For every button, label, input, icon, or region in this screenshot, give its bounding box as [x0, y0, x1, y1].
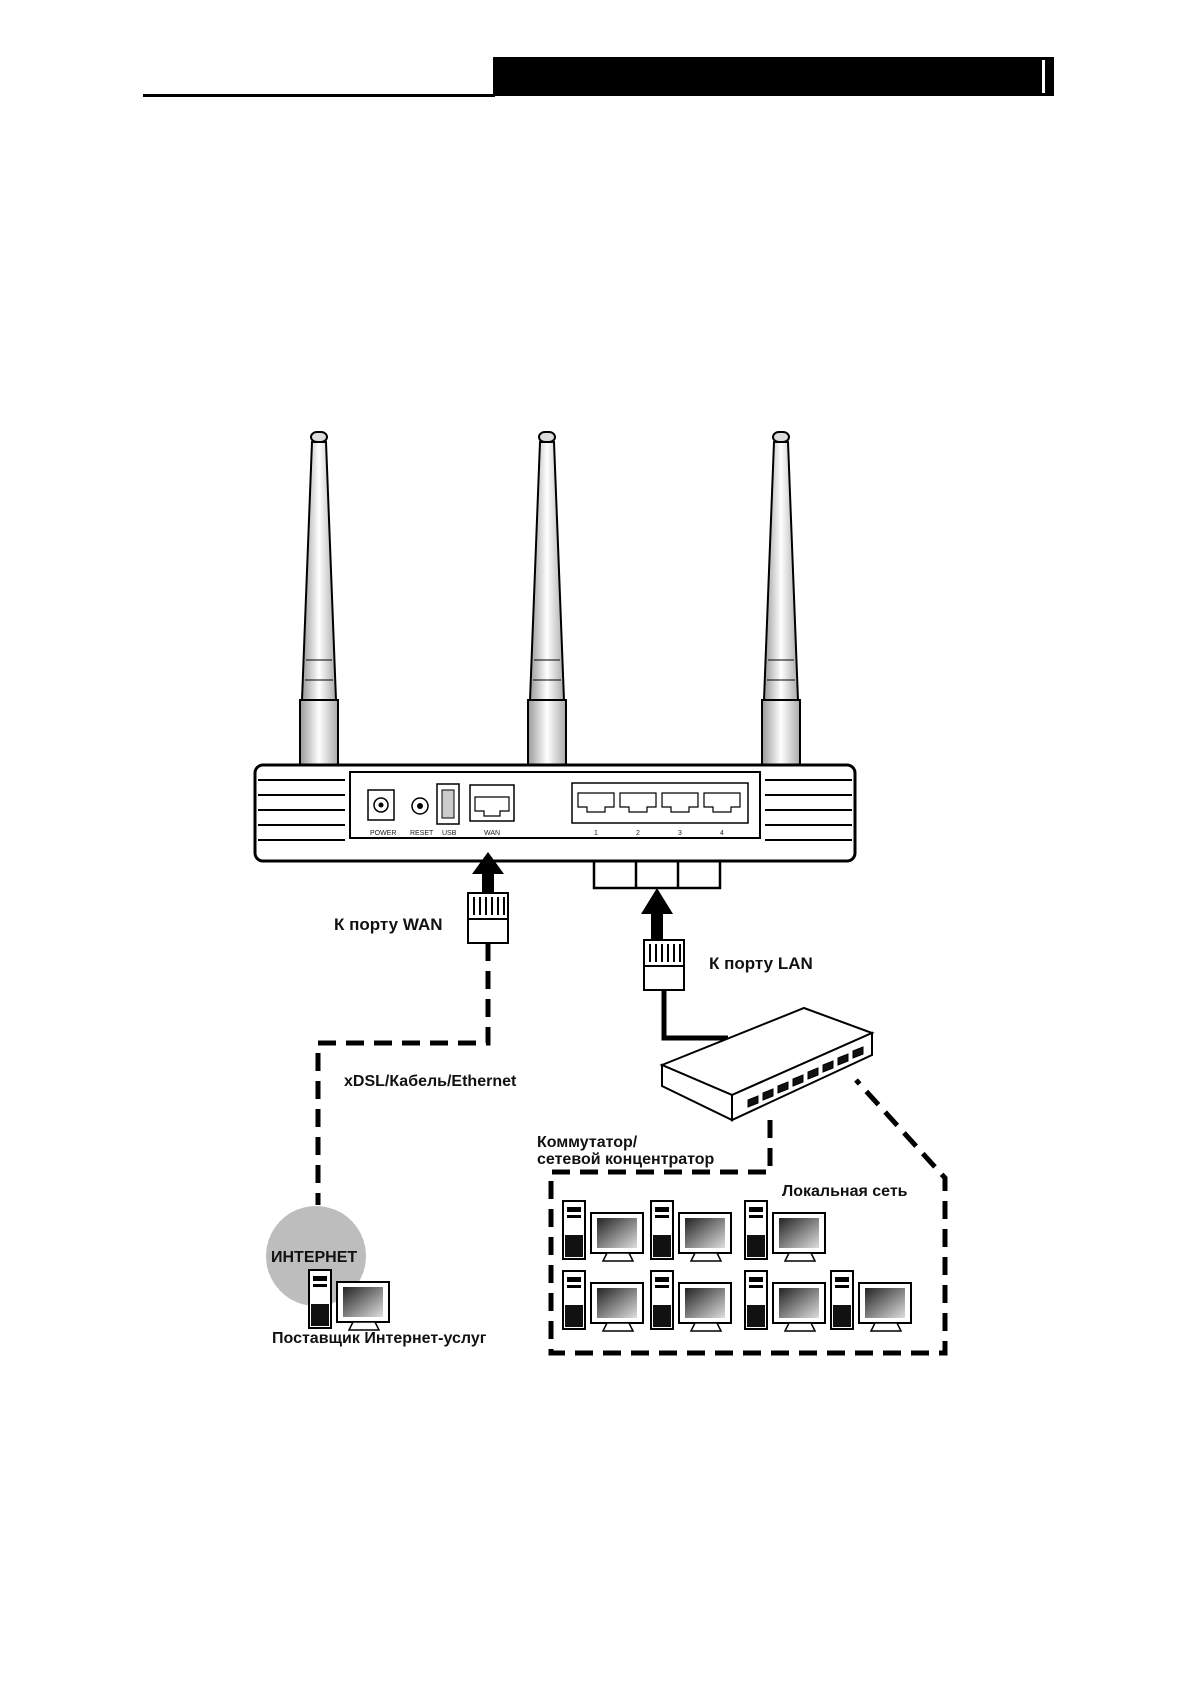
reset-button-label: RESET [410, 830, 434, 837]
power-port-label: POWER [370, 830, 396, 837]
header-bar [493, 57, 1054, 96]
antenna-left [299, 431, 339, 821]
antenna-right [761, 431, 801, 821]
lan-port-number-3: 3 [678, 830, 682, 837]
lan-port-caption: К порту LAN [709, 954, 813, 973]
switch-caption-line2: сетевой концентратор [537, 1151, 715, 1168]
internet-cloud [266, 1206, 390, 1331]
lan-port-number-2: 2 [636, 830, 640, 837]
switch-hub [659, 1006, 875, 1122]
wan-port-caption: К порту WAN [334, 915, 443, 934]
lan-cable [641, 888, 728, 1041]
lan-computer-7 [830, 1270, 912, 1332]
xdsl-caption: xDSL/Кабель/Ethernet [344, 1073, 517, 1090]
lan-computer-4 [562, 1270, 644, 1332]
lan-computer-3 [744, 1200, 826, 1262]
internet-caption: ИНТЕРНЕТ [271, 1249, 357, 1266]
usb-port-label: USB [442, 830, 457, 837]
lan-port-number-1: 1 [594, 830, 598, 837]
lan-computer-6 [744, 1270, 826, 1332]
lan-computer-1 [562, 1200, 644, 1262]
local-network-caption: Локальная сеть [782, 1183, 908, 1200]
switch-caption-line1: Коммутатор/ [537, 1134, 638, 1151]
lan-computer-2 [650, 1200, 732, 1262]
lan-computer-5 [650, 1270, 732, 1332]
header-bar-mark [1042, 60, 1045, 93]
local-network-boundary [548, 1078, 948, 1356]
antenna-middle [527, 431, 567, 821]
lan-port-number-4: 4 [720, 830, 724, 837]
isp-caption: Поставщик Интернет-услуг [272, 1330, 487, 1347]
lan-ports-bracket [592, 860, 722, 890]
router: POWER RESET USB WAN 1 2 3 4 [253, 763, 857, 863]
wan-port-label: WAN [484, 830, 500, 837]
lan-computers [562, 1200, 912, 1332]
wan-cable [315, 852, 509, 1205]
header-rule [143, 94, 495, 97]
